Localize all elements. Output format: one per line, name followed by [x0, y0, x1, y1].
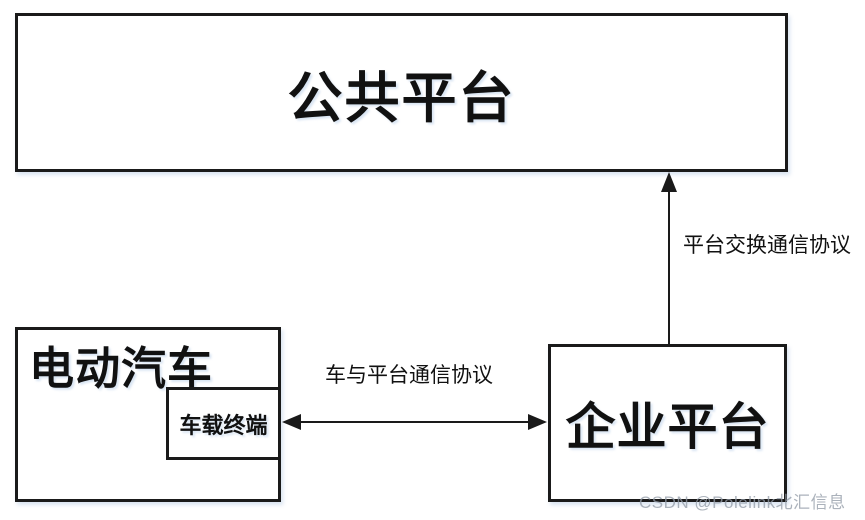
node-enterprise-platform: 企业平台	[548, 344, 787, 502]
watermark: CSDN @Polelink北汇信息	[639, 493, 846, 512]
node-public-platform-label: 公共平台	[287, 66, 516, 129]
arrow-platform-exchange	[661, 172, 677, 344]
node-enterprise-platform-label: 企业平台	[565, 399, 770, 455]
node-electric-vehicle-label: 电动汽车	[29, 343, 214, 394]
arrow-vehicle-platform	[282, 414, 547, 430]
node-vehicle-terminal-label: 车载终端	[179, 412, 268, 438]
node-vehicle-terminal: 车载终端	[166, 387, 281, 460]
edge-label-platform-exchange: 平台交换通信协议	[683, 234, 851, 257]
node-public-platform: 公共平台	[15, 13, 788, 172]
edge-label-vehicle-platform: 车与平台通信协议	[325, 364, 493, 387]
